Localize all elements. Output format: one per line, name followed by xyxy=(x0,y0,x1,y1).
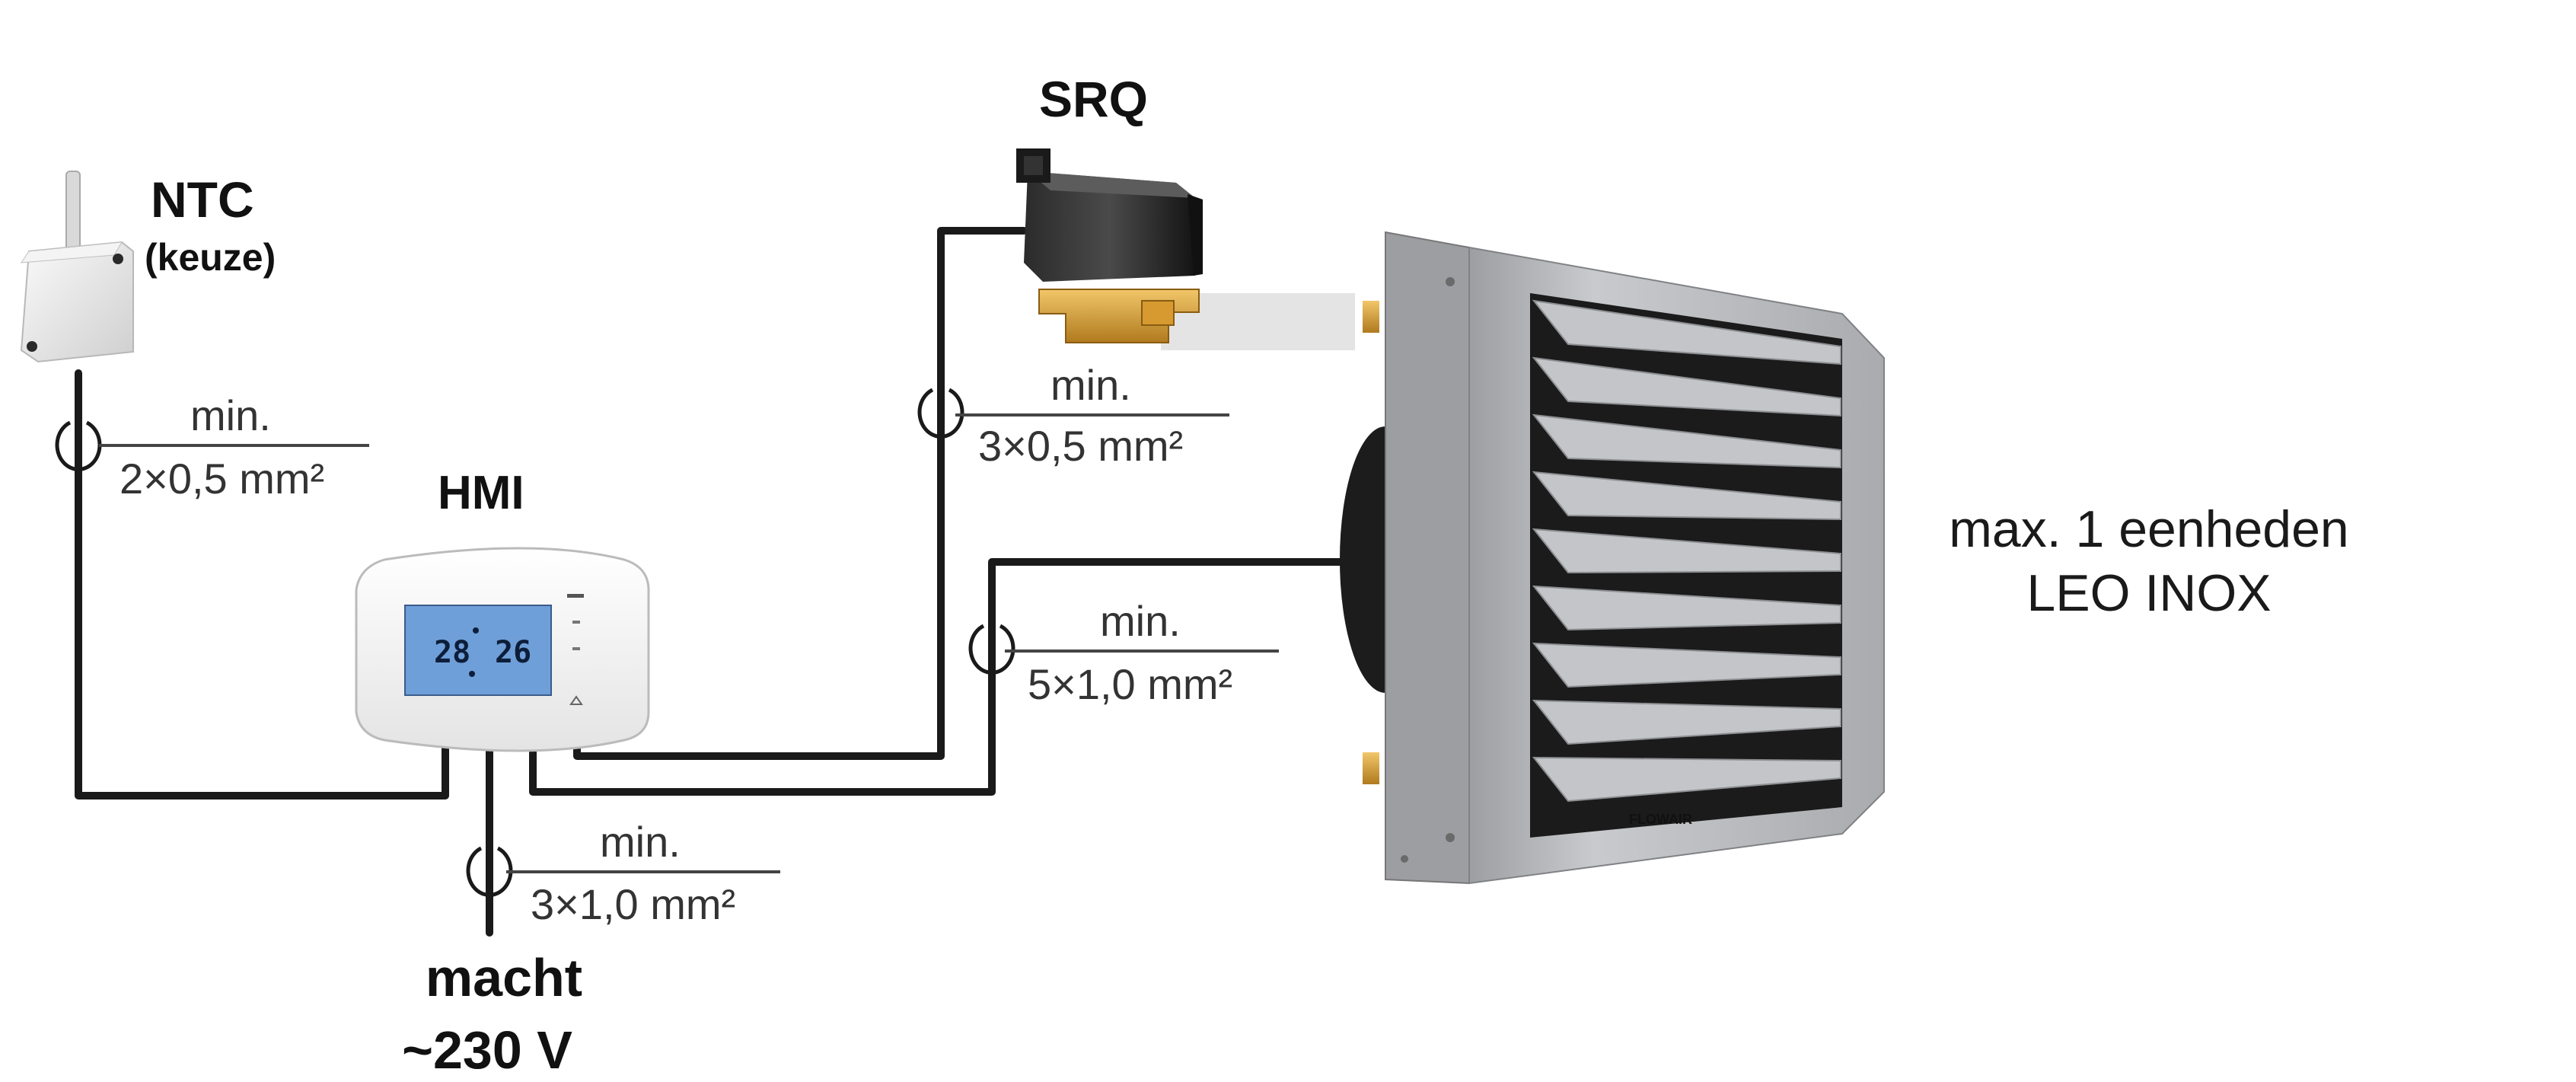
spec-underlines xyxy=(99,413,1279,873)
cable-hmi-unit xyxy=(529,558,1355,796)
solenoid-valve-icon xyxy=(1016,148,1355,350)
cable-unit-spec: 5×1,0 mm² xyxy=(1028,660,1232,708)
power-label: macht xyxy=(426,948,582,1007)
cable-unit-min: min. xyxy=(1100,597,1181,645)
heater-unit-icon: FLOWAIR xyxy=(1340,231,1885,885)
heater-louvres xyxy=(1532,299,1841,803)
hmi-controller-icon: 28 26 xyxy=(355,547,650,752)
cable-srq-min: min. xyxy=(1050,361,1131,409)
hmi-title: HMI xyxy=(438,467,524,519)
cable-power-spec: 3×1,0 mm² xyxy=(531,880,735,928)
cable-clamp-icon xyxy=(968,624,1015,675)
cable-clamp-icon xyxy=(466,846,513,897)
cable-clamp-icon xyxy=(55,420,102,471)
cable-ntc-min: min. xyxy=(190,391,271,439)
power-voltage: ~230 V xyxy=(402,1020,572,1080)
ntc-title: NTC xyxy=(151,171,254,228)
heater-brand-label: FLOWAIR xyxy=(1629,812,1692,827)
cable-ntc-hmi xyxy=(75,369,449,800)
hmi-display-right: 26 xyxy=(495,635,531,670)
srq-title: SRQ xyxy=(1039,71,1148,127)
cable-clamp-icon xyxy=(917,388,964,439)
ntc-subtitle: (keuze) xyxy=(145,236,276,279)
cable-ntc-spec: 2×0,5 mm² xyxy=(120,455,324,503)
unit-model-label: LEO INOX xyxy=(2026,564,2271,622)
ntc-sensor-icon xyxy=(20,171,134,363)
unit-count-label: max. 1 eenheden xyxy=(1949,500,2349,558)
cable-power-min: min. xyxy=(600,818,681,866)
cables xyxy=(75,227,1355,937)
cable-srq-spec: 3×0,5 mm² xyxy=(978,422,1183,470)
cable-clamp-icons xyxy=(55,388,1015,897)
cable-hmi-srq xyxy=(573,227,1028,760)
hmi-display-left: 28 xyxy=(434,635,470,670)
